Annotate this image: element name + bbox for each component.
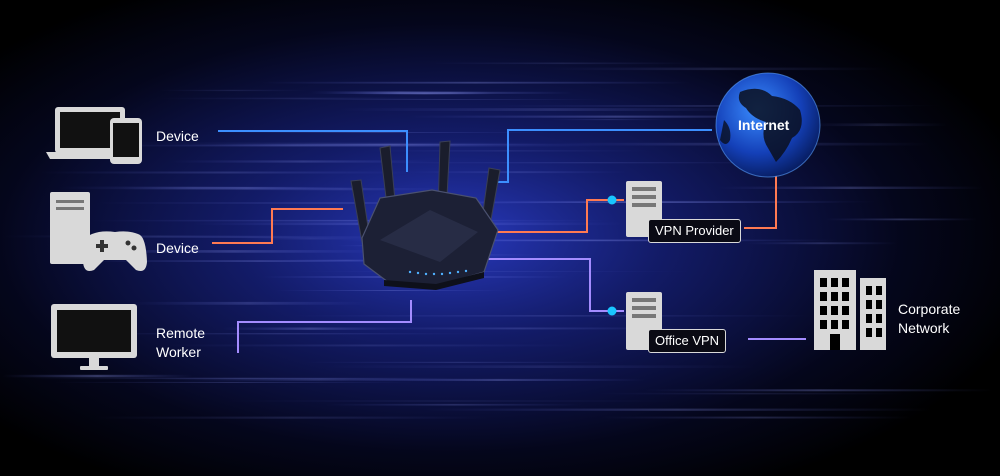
light-streak <box>281 99 603 100</box>
light-streak <box>129 301 368 305</box>
light-streak <box>744 242 898 245</box>
light-streak <box>239 237 382 240</box>
light-streak <box>296 271 694 272</box>
light-streak <box>406 115 824 118</box>
light-streak <box>490 105 944 107</box>
light-streak <box>29 377 454 380</box>
light-streak <box>488 105 915 107</box>
link-router-internet <box>496 129 712 183</box>
office-vpn-port-dot <box>607 306 617 316</box>
light-streak <box>597 392 906 395</box>
light-streak <box>118 187 374 190</box>
vpn-provider-port-dot <box>607 195 617 205</box>
light-streak <box>351 378 646 381</box>
light-streak <box>427 62 699 65</box>
light-streak <box>362 162 811 164</box>
light-streak <box>303 361 613 363</box>
light-streak <box>170 160 436 163</box>
light-streak <box>338 108 763 111</box>
light-streak <box>90 219 612 222</box>
router-icon <box>350 140 501 290</box>
globe-icon <box>715 72 821 178</box>
light-streak <box>422 408 932 411</box>
light-streak <box>84 250 382 253</box>
light-streak <box>39 171 418 174</box>
light-streak <box>82 333 477 335</box>
light-streak <box>173 143 605 147</box>
gamepad-icon <box>83 231 147 271</box>
light-streak <box>290 315 814 317</box>
corporate-label-line1: Corporate <box>898 301 961 317</box>
light-streak <box>600 416 913 419</box>
building-icon <box>814 270 886 350</box>
light-streak <box>825 218 977 221</box>
light-streak <box>161 378 479 381</box>
device-console-label: Device <box>156 240 199 256</box>
light-streak <box>717 186 984 189</box>
light-streak <box>275 290 509 291</box>
link-remote-router <box>237 300 412 353</box>
remote-worker-label-line2: Worker <box>156 344 201 360</box>
vpn-provider-label: VPN Provider <box>648 219 741 243</box>
light-streak <box>325 91 574 94</box>
device-laptop-label: Device <box>156 128 199 144</box>
light-streak <box>222 327 399 330</box>
light-streak <box>94 202 564 204</box>
light-streak <box>548 119 670 121</box>
link-router-officevpn <box>456 258 624 312</box>
internet-label: Internet <box>738 117 790 133</box>
light-streak <box>325 403 583 406</box>
office-vpn-label: Office VPN <box>648 329 727 353</box>
light-streak <box>182 379 448 381</box>
light-streak <box>406 171 628 174</box>
link-laptop-router <box>218 130 408 172</box>
light-streak <box>207 132 549 133</box>
light-streak <box>93 416 490 419</box>
light-streak <box>644 389 994 392</box>
light-streak <box>89 142 559 144</box>
light-streak <box>806 123 948 127</box>
light-streak <box>158 89 308 92</box>
light-streak <box>158 97 449 100</box>
light-streak <box>79 260 438 262</box>
light-streak <box>347 327 689 330</box>
link-router-vpnprovider <box>496 199 624 233</box>
light-streak <box>259 81 691 84</box>
phone-icon <box>110 118 142 164</box>
link-console-router <box>212 208 343 244</box>
light-streak <box>338 239 840 242</box>
light-streak <box>223 400 681 402</box>
link-internet-vpnprovider <box>744 175 777 229</box>
light-streak <box>2 235 316 238</box>
light-streak <box>321 365 758 368</box>
remote-worker-label-line1: Remote <box>156 325 206 341</box>
light-streak <box>543 67 890 71</box>
corporate-label-line2: Network <box>898 320 950 336</box>
light-streak <box>54 381 414 383</box>
monitor-icon <box>51 304 137 370</box>
desktop-tower-icon <box>50 192 90 264</box>
light-streak <box>2 374 193 378</box>
light-streak <box>161 344 579 347</box>
